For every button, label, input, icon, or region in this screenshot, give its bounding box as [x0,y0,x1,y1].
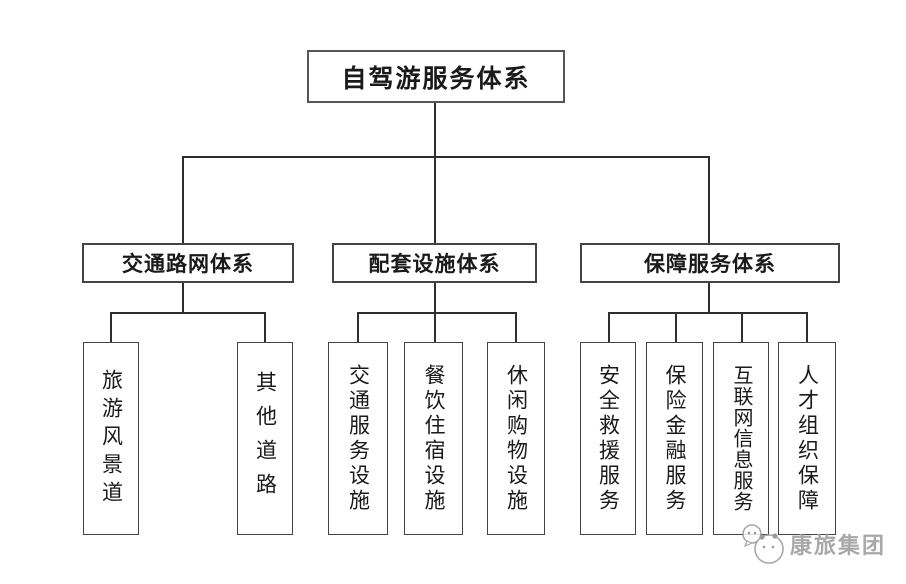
leaf-node-internet-info-services: 互联网信息服务 [713,342,769,535]
branch-node-traffic-network: 交通路网体系 [82,243,294,283]
connector-line [110,312,266,314]
brand-watermark-label: 康旅集团 [790,533,887,558]
branch-node-label: 保障服务体系 [644,252,776,276]
leaf-node-insurance-finance-services: 保险金融服务 [646,342,703,535]
connector-line [806,312,808,342]
mascot-chat-bubbles-icon [740,522,788,566]
leaf-node-scenic-roads: 旅游风景道 [83,342,139,535]
leaf-node-leisure-shopping-facilities: 休闲购物设施 [487,342,545,535]
connector-line [515,312,517,342]
leaf-node-traffic-service-facilities: 交通服务设施 [328,342,388,535]
leaf-node-label: 旅游风景道 [99,368,124,509]
branch-node-label: 交通路网体系 [122,252,254,276]
connector-line [434,103,436,243]
connector-line [608,312,808,314]
leaf-node-talent-organization-guarantee: 人才组织保障 [778,342,836,535]
leaf-node-label: 餐饮住宿设施 [422,363,446,514]
connector-line [183,156,710,158]
connector-line [357,312,517,314]
root-node: 自驾游服务体系 [307,50,565,103]
connector-line [675,312,677,342]
connector-line [608,312,610,342]
leaf-node-label: 人才组织保障 [795,363,820,514]
connector-line [264,312,266,342]
connector-line [708,156,710,243]
brand-watermark: 康旅集团 [740,522,886,566]
connector-line [434,312,436,342]
leaf-node-label: 休闲购物设施 [504,363,529,514]
branch-node-supporting-facilities: 配套设施体系 [332,243,537,283]
leaf-node-dining-lodging-facilities: 餐饮住宿设施 [404,342,463,535]
branch-node-label: 配套设施体系 [368,252,501,276]
connector-line [357,312,359,342]
connector-line [741,312,743,342]
connector-line [182,156,184,243]
branch-node-guarantee-services: 保障服务体系 [580,243,840,283]
leaf-node-label: 保险金融服务 [663,363,687,514]
leaf-node-label: 其他道路 [253,370,278,507]
root-node-label: 自驾游服务体系 [341,65,531,93]
leaf-node-other-roads: 其他道路 [237,342,293,535]
connector-line [182,283,184,312]
leaf-node-label: 安全救援服务 [596,363,621,514]
connector-line [708,283,710,312]
leaf-node-label: 互联网信息服务 [730,365,752,512]
connector-line [110,312,112,342]
leaf-node-label: 交通服务设施 [346,363,371,514]
connector-line [434,283,436,312]
leaf-node-safety-rescue-services: 安全救援服务 [580,342,636,535]
